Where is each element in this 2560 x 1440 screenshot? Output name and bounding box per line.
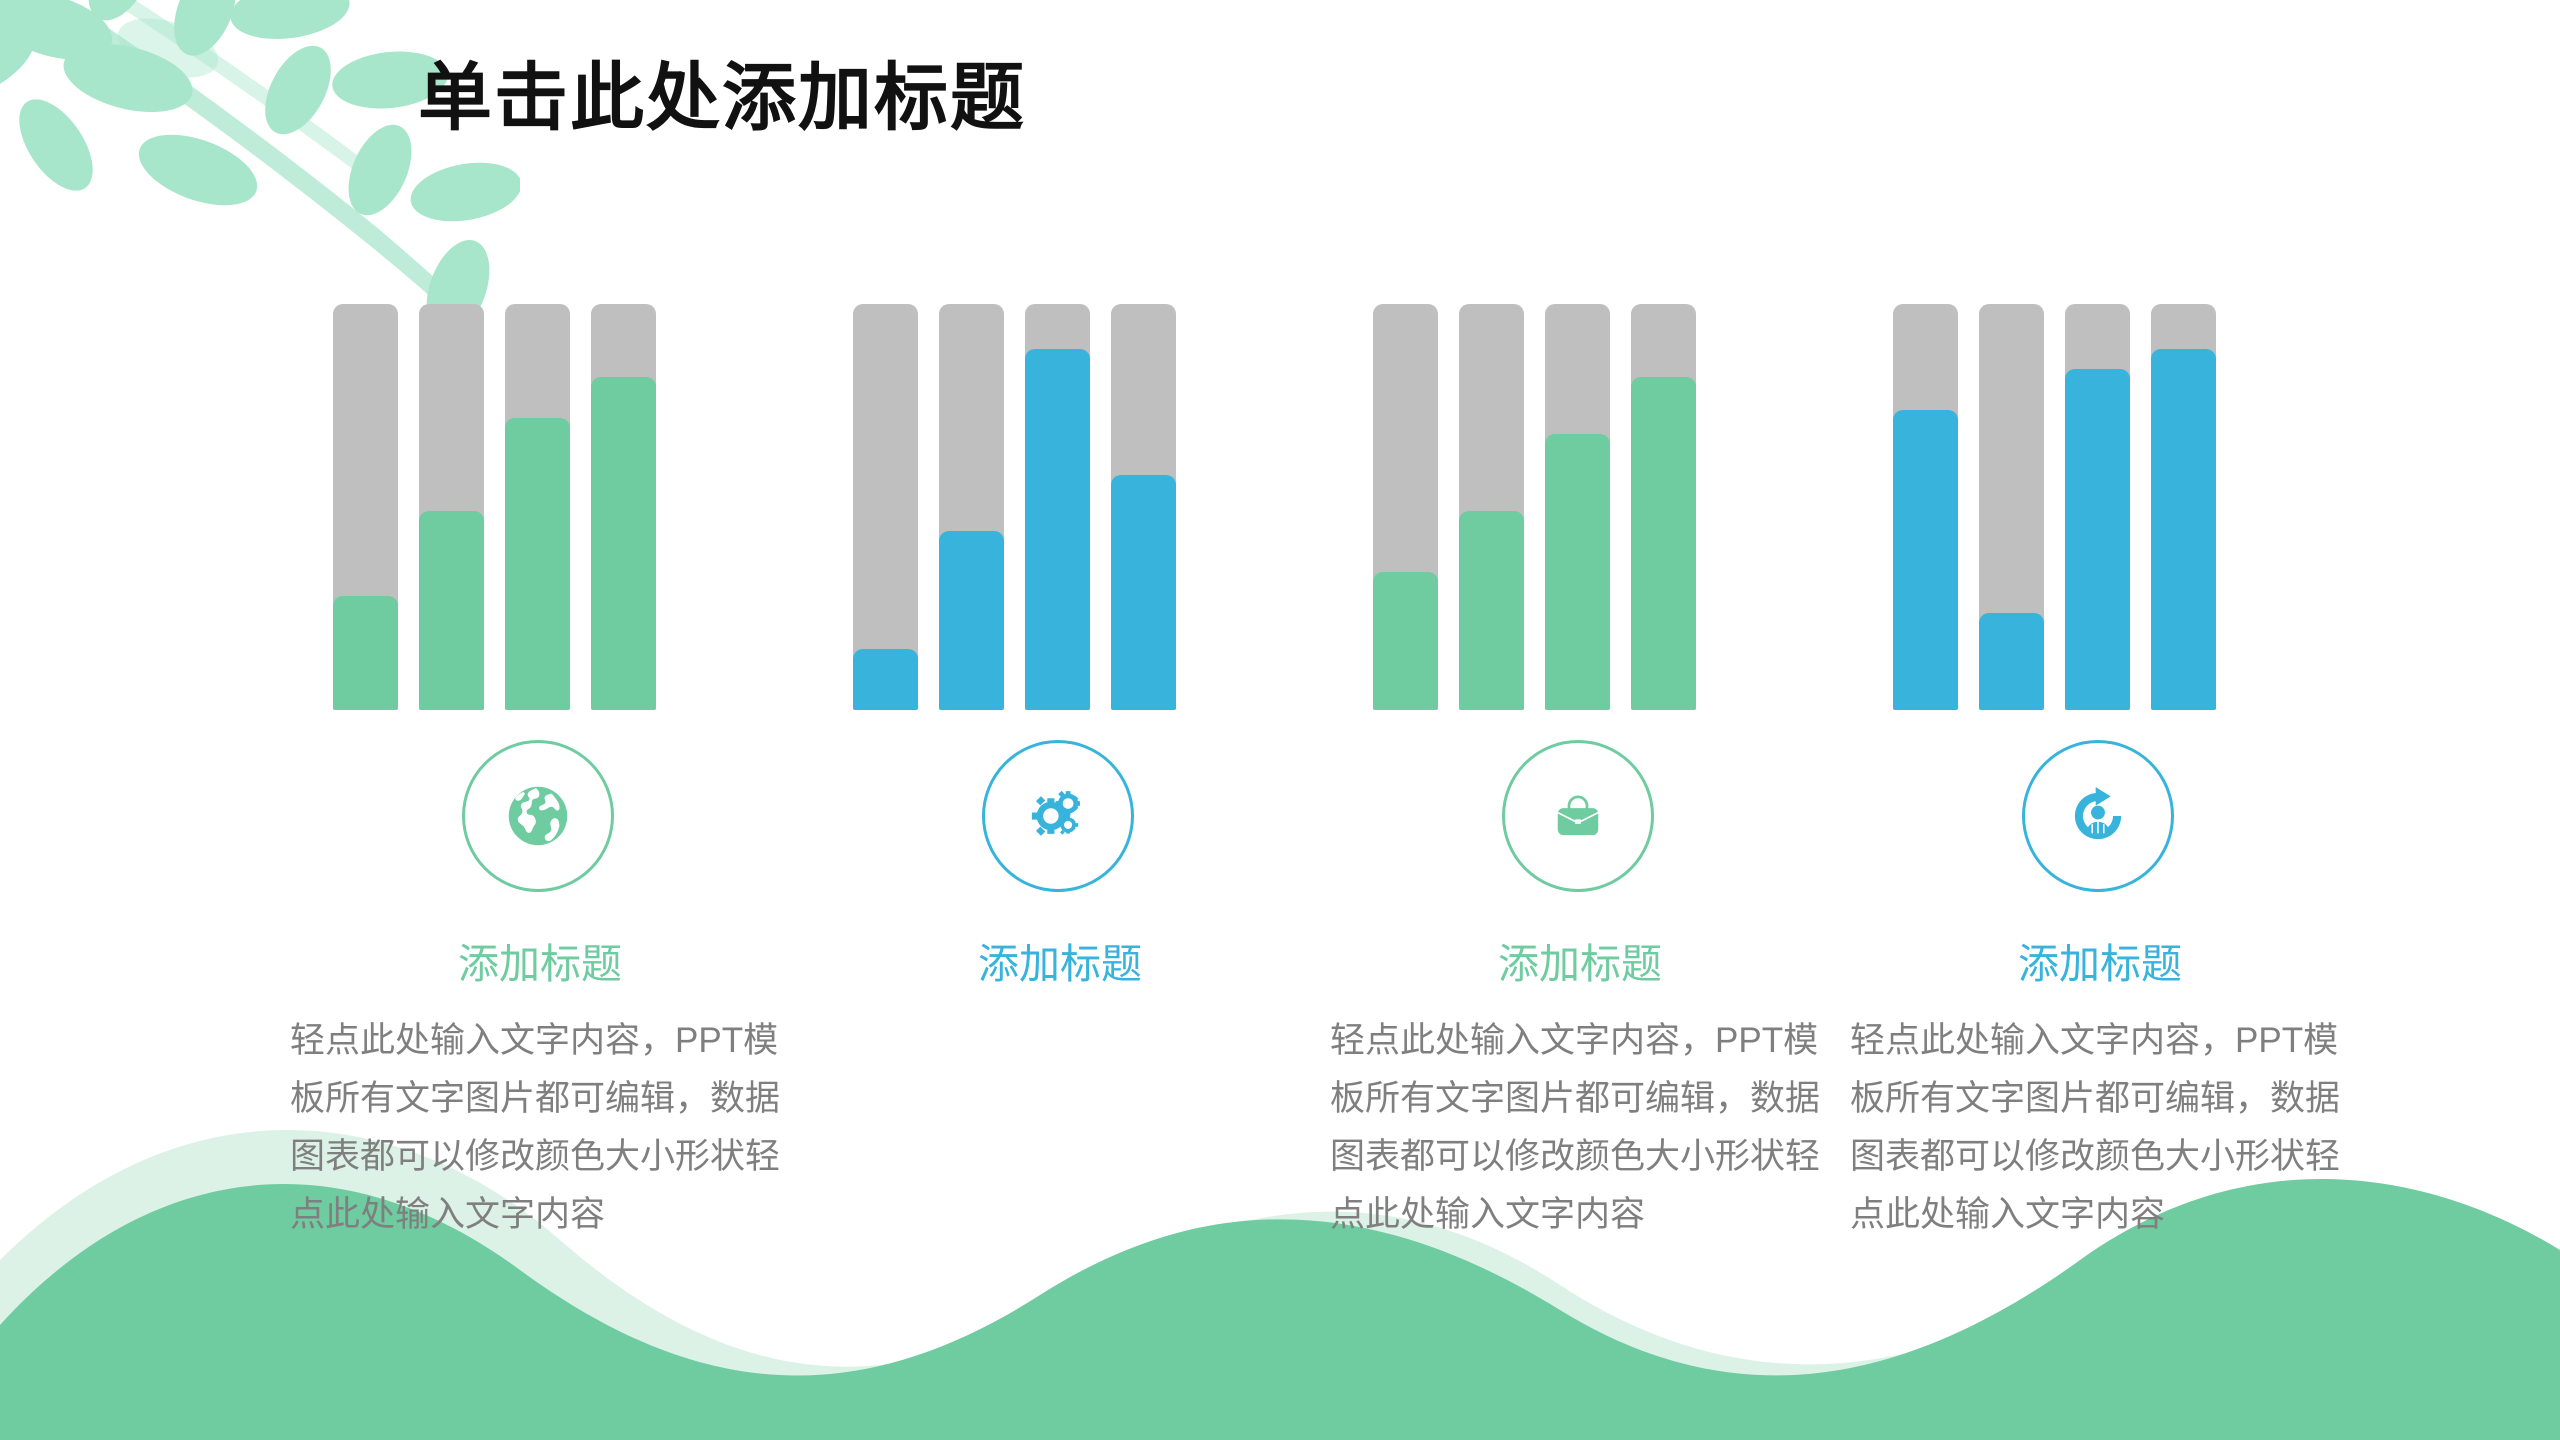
- bar-track: [2151, 304, 2216, 710]
- bar-track: [1893, 304, 1958, 710]
- column-body-text: 轻点此处输入文字内容，PPT模板所有文字图片都可编辑，数据图表都可以修改颜色大小…: [1330, 1021, 1821, 1234]
- bar-fill: [1373, 571, 1438, 710]
- bar-fill: [1545, 433, 1610, 710]
- bar-track: [1111, 304, 1176, 710]
- bar-fill: [419, 511, 484, 710]
- icon-circle-briefcase[interactable]: [1502, 740, 1654, 892]
- bar-track: [1545, 304, 1610, 710]
- column-2: 添加标题 轻点此处输入文字内容，PPT模板所有文字图片都可编辑，数据图表都可以修…: [1320, 300, 1840, 1234]
- column-title: 添加标题: [1498, 941, 1662, 987]
- bar-fill: [1893, 409, 1958, 710]
- icon-circle-gears[interactable]: [982, 740, 1134, 892]
- bar-fill: [2151, 348, 2216, 710]
- globe-icon: [508, 786, 568, 846]
- column-body-text: 轻点此处输入文字内容，PPT模板所有文字图片都可编辑，数据图表都可以修改颜色大小…: [1850, 1021, 2341, 1234]
- column-body-text: 轻点此处输入文字内容，PPT模板所有文字图片都可编辑，数据图表都可以修改颜色大小…: [290, 1021, 781, 1234]
- bar-fill: [333, 596, 398, 710]
- gears-icon: [1031, 790, 1080, 836]
- column-1: 添加标题: [800, 300, 1320, 987]
- bar-track: [591, 304, 656, 710]
- briefcase-icon: [1557, 795, 1599, 836]
- icon-circle-globe[interactable]: [462, 740, 614, 892]
- bar-fill: [1631, 377, 1696, 710]
- column-0: 添加标题 轻点此处输入文字内容，PPT模板所有文字图片都可编辑，数据图表都可以修…: [280, 300, 800, 1234]
- bar-group-3: [1893, 300, 2238, 710]
- bar-track: [939, 304, 1004, 710]
- bar-fill: [1111, 474, 1176, 710]
- bar-group-2: [1373, 300, 1718, 710]
- bar-track: [419, 304, 484, 710]
- bar-fill: [939, 531, 1004, 710]
- bar-track: [1631, 304, 1696, 710]
- bar-fill: [505, 417, 570, 710]
- bar-fill: [1459, 511, 1524, 710]
- bar-track: [2065, 304, 2130, 710]
- column-3: 添加标题 轻点此处输入文字内容，PPT模板所有文字图片都可编辑，数据图表都可以修…: [1840, 300, 2360, 1234]
- bar-group-0: [333, 300, 678, 710]
- column-title: 添加标题: [458, 941, 622, 987]
- bar-track: [333, 304, 398, 710]
- bar-track: [853, 304, 918, 710]
- column-title: 添加标题: [2018, 941, 2182, 987]
- bar-fill: [2065, 368, 2130, 710]
- page-title: 单击此处添加标题: [418, 56, 1026, 139]
- bar-track: [1459, 304, 1524, 710]
- bar-track: [1025, 304, 1090, 710]
- column-title: 添加标题: [978, 941, 1142, 987]
- bar-group-1: [853, 300, 1198, 710]
- bar-fill: [591, 377, 656, 710]
- bar-fill: [1979, 612, 2044, 710]
- bar-track: [505, 304, 570, 710]
- bar-fill: [1025, 348, 1090, 710]
- bar-track: [1373, 304, 1438, 710]
- icon-circle-growth-person[interactable]: [2022, 740, 2174, 892]
- bar-fill: [853, 649, 918, 710]
- bar-track: [1979, 304, 2044, 710]
- growth-person-icon: [2074, 787, 2122, 840]
